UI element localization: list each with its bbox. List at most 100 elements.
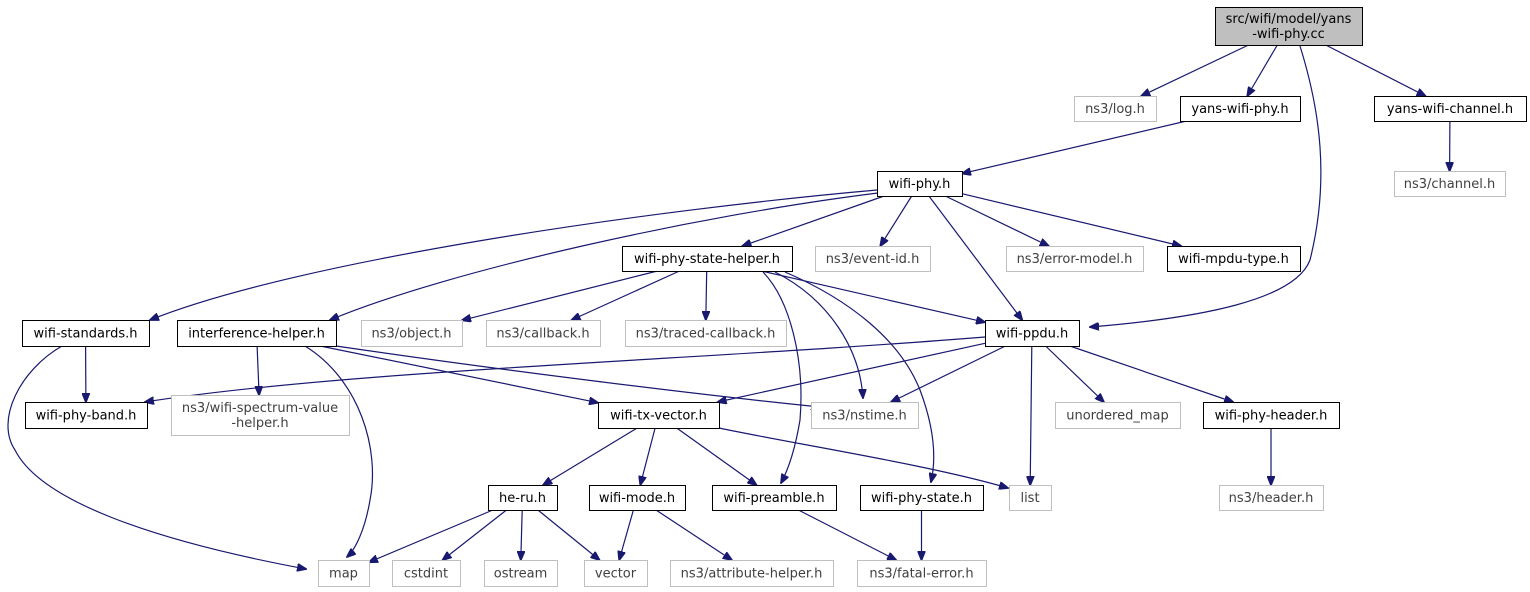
node-header-label: ns3/header.h [1229, 491, 1314, 506]
node-txvector[interactable]: wifi-tx-vector.h [598, 402, 720, 429]
node-interference-label: interference-helper.h [188, 327, 325, 342]
edge-root-to-yansphy [1247, 44, 1278, 96]
node-mode-box [589, 485, 686, 511]
node-interference-box [177, 320, 337, 347]
edge-heru-to-ostream [521, 509, 522, 560]
node-yansphy-label: yans-wifi-phy.h [1191, 102, 1288, 117]
node-txvector-box [598, 402, 720, 429]
edge-statehelper-to-nstime [774, 271, 863, 398]
node-nstime-label: ns3/nstime.h [822, 409, 906, 424]
edge-preamble-to-fatalerror [798, 509, 896, 560]
node-cstdint-box [392, 560, 461, 587]
node-umap-label: unordered_map [1066, 409, 1169, 424]
node-preamble-box [712, 485, 837, 511]
node-channel-label: ns3/channel.h [1404, 177, 1495, 192]
edge-ppdu-to-list [1030, 345, 1032, 485]
edge-ppdu-to-band [145, 336, 986, 402]
nodes-layer: src/wifi/model/yans-wifi-phy.cc ns3/log.h… [22, 7, 1527, 587]
node-list: list [1009, 485, 1052, 511]
edge-ppdu-to-nstime [891, 345, 1006, 402]
node-spectrum-label: ns3/wifi-spectrum-value [182, 401, 338, 416]
node-root-label: -wifi-phy.cc [1252, 27, 1325, 42]
node-umap-box [1055, 402, 1181, 429]
edge-mode-to-vector [619, 509, 634, 560]
edge-interference-to-map [304, 345, 374, 557]
node-phyheader-label: wifi-phy-header.h [1215, 409, 1328, 424]
node-errormodel-label: ns3/error-model.h [1017, 252, 1133, 267]
node-vector-box [584, 560, 648, 587]
edge-wifiphy-to-eventid [880, 195, 913, 246]
node-vector-label: vector [595, 567, 637, 582]
node-interference[interactable]: interference-helper.h [177, 320, 337, 347]
node-attrhelper: ns3/attribute-helper.h [670, 560, 834, 587]
node-band[interactable]: wifi-phy-band.h [25, 402, 148, 429]
node-mpdutype-box [1167, 246, 1301, 272]
node-yanschan[interactable]: yans-wifi-channel.h [1374, 96, 1527, 122]
edge-txvector-to-list [718, 427, 1008, 488]
node-ppdu[interactable]: wifi-ppdu.h [985, 320, 1080, 347]
node-yanschan-box [1374, 96, 1527, 122]
node-traced: ns3/traced-callback.h [625, 320, 787, 347]
node-map: map [318, 560, 370, 587]
node-standards-box [22, 320, 150, 347]
node-mode[interactable]: wifi-mode.h [589, 485, 686, 511]
edge-statehelper-to-object [462, 270, 658, 320]
node-root-label: src/wifi/model/yans [1226, 12, 1352, 27]
node-channel: ns3/channel.h [1394, 171, 1506, 197]
edge-standards-to-map [7, 345, 306, 569]
node-root[interactable]: src/wifi/model/yans-wifi-phy.cc [1215, 7, 1363, 46]
edge-wifiphy-to-ppdu [928, 195, 1022, 320]
node-yansphy[interactable]: yans-wifi-phy.h [1180, 96, 1301, 122]
node-callback-box [486, 320, 601, 347]
edge-txvector-to-mode [640, 427, 656, 485]
node-object-label: ns3/object.h [371, 327, 451, 342]
node-heru-box [488, 485, 558, 511]
node-cstdint-label: cstdint [404, 567, 448, 582]
edge-wifiphy-to-statehelper [742, 195, 885, 246]
node-traced-box [625, 320, 787, 347]
edge-txvector-to-preamble [676, 427, 757, 485]
node-phystate[interactable]: wifi-phy-state.h [860, 485, 984, 511]
node-fatalerror: ns3/fatal-error.h [857, 560, 987, 587]
node-phyheader[interactable]: wifi-phy-header.h [1203, 402, 1340, 429]
node-standards[interactable]: wifi-standards.h [22, 320, 150, 347]
node-header-box [1219, 485, 1324, 511]
node-eventid-box [815, 246, 931, 272]
node-yansphy-box [1180, 96, 1301, 122]
edge-statehelper-to-callback [572, 270, 680, 320]
node-map-box [318, 560, 370, 587]
edge-wifiphy-to-interference [330, 192, 879, 320]
node-mode-label: wifi-mode.h [599, 491, 675, 506]
edge-heru-to-vector [537, 509, 600, 560]
node-map-label: map [329, 567, 358, 582]
node-standards-label: wifi-standards.h [34, 327, 138, 342]
node-preamble[interactable]: wifi-preamble.h [712, 485, 837, 511]
node-eventid: ns3/event-id.h [815, 246, 931, 272]
node-log: ns3/log.h [1074, 96, 1157, 122]
node-header: ns3/header.h [1219, 485, 1324, 511]
node-wifiphy[interactable]: wifi-phy.h [877, 171, 963, 197]
edge-ppdu-to-txvector [718, 342, 986, 402]
node-statehelper-box [622, 246, 793, 272]
edge-heru-to-map [369, 509, 494, 562]
node-phystate-label: wifi-phy-state.h [871, 491, 972, 506]
edge-root-to-log [1141, 44, 1249, 96]
node-channel-box [1394, 171, 1506, 197]
node-phystate-box [860, 485, 984, 511]
node-attrhelper-box [670, 560, 834, 587]
node-mpdutype[interactable]: wifi-mpdu-type.h [1167, 246, 1301, 272]
edge-interference-to-spectrum [257, 345, 259, 395]
node-fatalerror-box [857, 560, 987, 587]
node-spectrum: ns3/wifi-spectrum-value-helper.h [171, 395, 350, 436]
node-heru[interactable]: he-ru.h [488, 485, 558, 511]
node-vector: vector [584, 560, 648, 587]
edge-root-to-yanschan [1325, 44, 1426, 96]
node-wifiphy-box [877, 171, 963, 197]
edge-statehelper-to-ppdu [761, 270, 986, 322]
node-log-label: ns3/log.h [1085, 102, 1145, 117]
edge-heru-to-cstdint [443, 509, 507, 560]
edge-root-to-ppdu [1090, 45, 1322, 327]
edge-mode-to-attrhelper [655, 509, 732, 560]
node-heru-label: he-ru.h [499, 491, 546, 506]
node-statehelper[interactable]: wifi-phy-state-helper.h [622, 246, 793, 272]
